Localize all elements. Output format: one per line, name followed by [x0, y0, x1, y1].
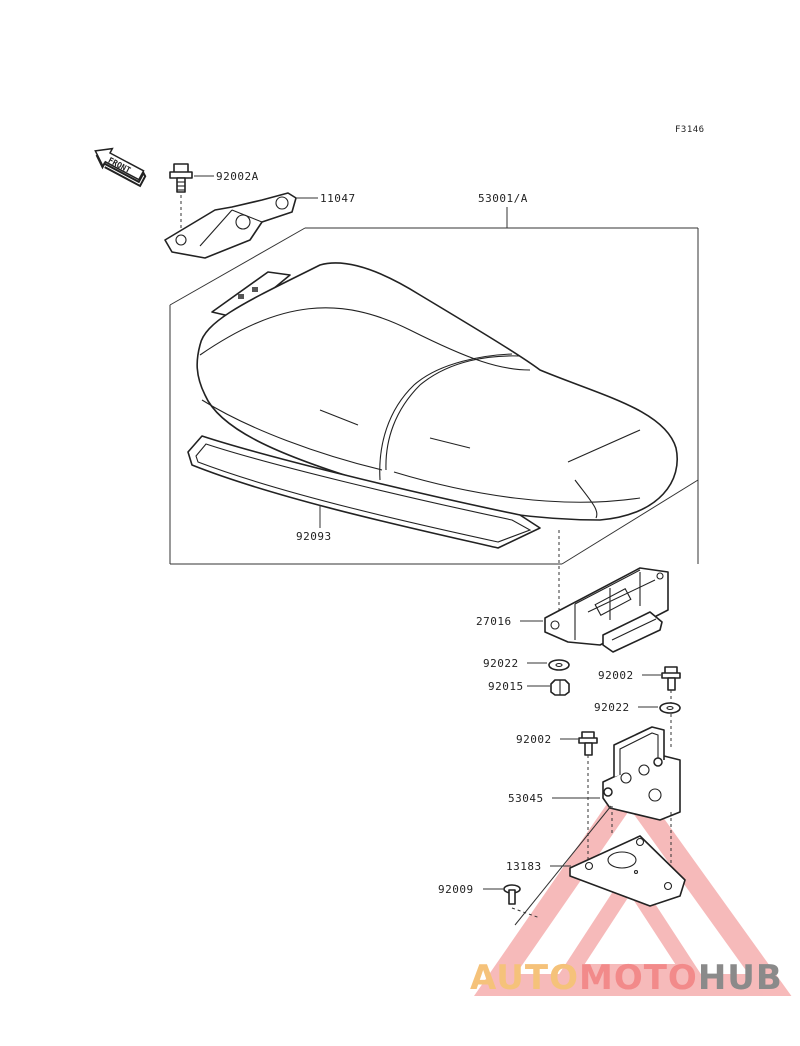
- part-label: 92002A: [216, 170, 259, 183]
- watermark-triangle: [474, 770, 792, 996]
- bolt-92002A: [169, 163, 193, 232]
- plate-13183: [569, 835, 686, 907]
- washer-92022-right: [659, 702, 681, 714]
- washer-92022-left: [548, 659, 570, 671]
- part-label: 27016: [476, 615, 512, 628]
- bracket-27016: [544, 567, 669, 653]
- watermark-hub: HUB: [697, 958, 783, 998]
- watermark-auto: AUTO: [470, 958, 579, 998]
- part-label: 53001/A: [478, 192, 528, 205]
- nut-92015: [550, 679, 570, 696]
- watermark-logo: AUTOMOTOHUB: [470, 958, 783, 998]
- screw-92009: [503, 884, 541, 919]
- part-label: 92002: [516, 733, 552, 746]
- part-label: 11047: [320, 192, 356, 205]
- part-label: 53045: [508, 792, 544, 805]
- part-label: 13183: [506, 860, 542, 873]
- bolt-92002-left: [578, 731, 598, 868]
- part-label: 92009: [438, 883, 474, 896]
- figure-code: F3146: [675, 125, 705, 135]
- part-label: 92015: [488, 680, 524, 693]
- part-label: 92002: [598, 669, 634, 682]
- bracket-11047: [164, 192, 297, 259]
- part-label: 92022: [483, 657, 519, 670]
- watermark-moto: MOTO: [578, 958, 698, 998]
- part-label: 92093: [296, 530, 332, 543]
- seat-53001A: [196, 262, 678, 521]
- front-arrow-icon: FRONT: [94, 147, 147, 188]
- part-label: 92022: [594, 701, 630, 714]
- bolt-92002-right: [661, 666, 681, 750]
- seat-trim-92093: [187, 435, 541, 549]
